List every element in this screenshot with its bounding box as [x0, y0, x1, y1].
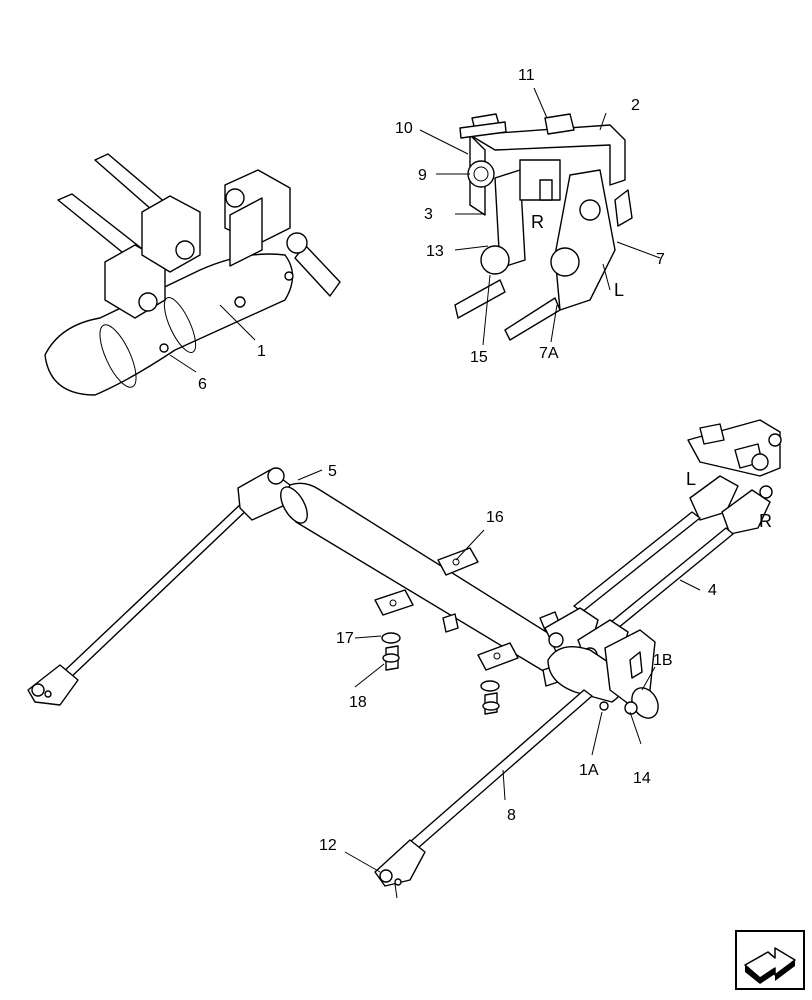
callout-11: 11 [518, 67, 535, 84]
callout-1b: 1B [653, 652, 673, 669]
callout-6: 6 [198, 376, 207, 393]
next-page-arrow-icon[interactable] [735, 930, 805, 990]
callout-9: 9 [418, 167, 427, 184]
callout-10: 10 [395, 120, 413, 137]
callout-4: 4 [708, 582, 717, 599]
callout-2: 2 [631, 97, 640, 114]
main-right-label: R [759, 511, 772, 531]
callout-5: 5 [328, 463, 337, 480]
callout-8: 8 [507, 807, 516, 824]
callout-12: 12 [319, 837, 337, 854]
callout-16: 16 [486, 509, 504, 526]
main-left-label: L [686, 469, 696, 489]
callout-13: 13 [426, 243, 444, 260]
callout-7: 7 [656, 251, 665, 268]
callout-14: 14 [633, 770, 651, 787]
leader-lines [169, 87, 701, 873]
callout-1a: 1A [579, 762, 599, 779]
cylinder-detail [44, 153, 341, 396]
callout-17: 17 [336, 630, 354, 647]
main-assembly [27, 419, 782, 899]
callout-18: 18 [349, 694, 367, 711]
callouts: 1 2 3 4 5 6 7 7A 8 9 10 11 12 13 14 15 1… [198, 67, 717, 854]
detail-left-label: L [614, 280, 624, 300]
bracket-detail [454, 113, 633, 341]
callout-3: 3 [424, 206, 433, 223]
callout-7a: 7A [539, 345, 559, 362]
callout-15: 15 [470, 349, 488, 366]
callout-1: 1 [257, 343, 266, 360]
side-labels: R L L R [531, 212, 772, 531]
detail-right-label: R [531, 212, 544, 232]
